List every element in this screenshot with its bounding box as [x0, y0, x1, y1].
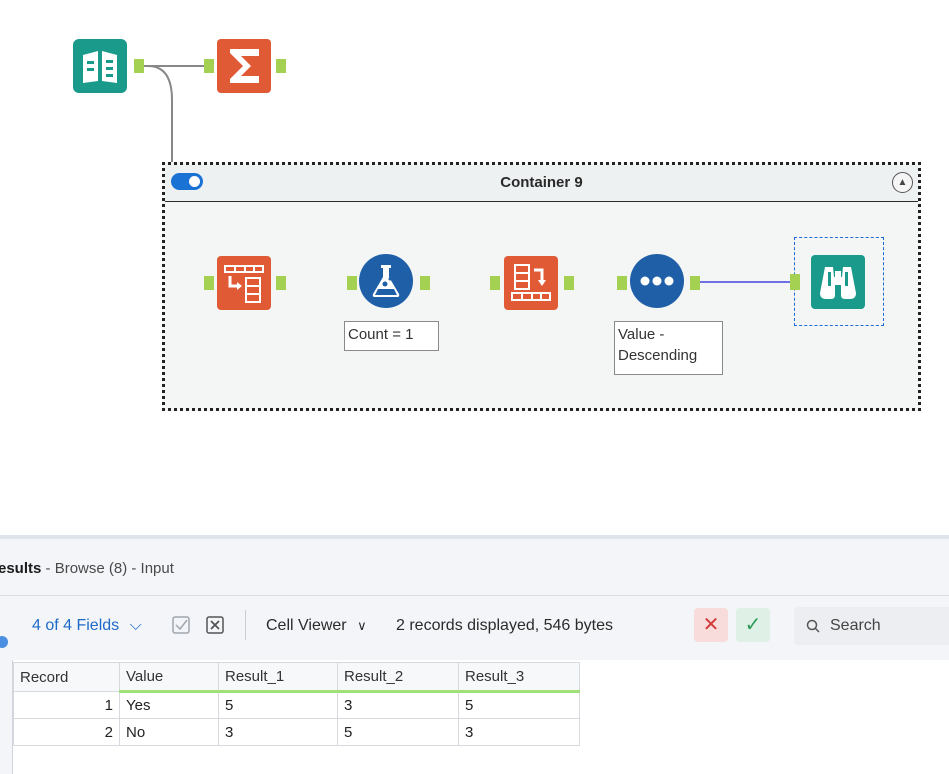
chevron-down-icon: ∨: [357, 618, 367, 633]
table-row[interactable]: 2 No 3 5 3: [13, 718, 580, 746]
input-anchor[interactable]: [490, 276, 500, 290]
cell-viewer-label: Cell Viewer: [266, 617, 347, 634]
table-cell[interactable]: 3: [218, 718, 338, 746]
input-anchor[interactable]: [204, 276, 214, 290]
output-anchor[interactable]: [276, 59, 286, 73]
records-info: 2 records displayed, 546 bytes: [396, 617, 614, 634]
results-title-bold: esults: [0, 560, 42, 577]
results-title: esults - Browse (8) - Input: [0, 560, 174, 577]
search-icon: [806, 619, 820, 633]
results-titlebar: esults - Browse (8) - Input: [0, 539, 949, 596]
results-table[interactable]: Record Value Result_1 Result_2 Result_3 …: [13, 662, 580, 746]
input-anchor[interactable]: [347, 276, 357, 290]
results-toolbar: 4 of 4 Fields ⌵ Cell Viewer ∨ 2 records …: [12, 596, 949, 658]
sample-annotation: Count = 1: [344, 321, 439, 351]
output-anchor[interactable]: [134, 59, 144, 73]
output-anchor[interactable]: [276, 276, 286, 290]
input-data-tool[interactable]: [73, 39, 127, 93]
column-header[interactable]: Result_2: [337, 662, 459, 693]
checkbox-icon[interactable]: [172, 616, 190, 634]
input-anchor[interactable]: [617, 276, 627, 290]
search-box[interactable]: Search: [794, 607, 949, 645]
book-icon: [73, 39, 127, 93]
transpose-tool[interactable]: [217, 256, 271, 310]
fields-dropdown[interactable]: 4 of 4 Fields ⌵: [32, 617, 142, 635]
output-anchor[interactable]: [420, 276, 430, 290]
table-cell[interactable]: 5: [458, 691, 580, 719]
summarize-tool[interactable]: [217, 39, 271, 93]
workflow-canvas[interactable]: Container 9 ▲ Count = 1: [0, 0, 949, 535]
header-row: Record Value Result_1 Result_2 Result_3: [13, 662, 580, 693]
output-anchor[interactable]: [564, 276, 574, 290]
close-icon: ✕: [702, 614, 720, 636]
crosstab-icon: [504, 256, 558, 310]
sigma-icon: [217, 39, 271, 93]
flask-icon: [359, 254, 413, 308]
binoculars-icon: [811, 255, 865, 309]
container-title: Container 9: [500, 174, 583, 191]
results-grid[interactable]: Record Value Result_1 Result_2 Result_3 …: [12, 660, 949, 774]
dots-icon: [630, 254, 684, 308]
sort-annotation-line1: Value -: [618, 326, 665, 343]
collapse-icon[interactable]: ▲: [892, 172, 913, 193]
browse-tool[interactable]: [811, 255, 865, 309]
column-header[interactable]: Value: [119, 662, 219, 693]
table-cell[interactable]: 5: [218, 691, 338, 719]
input-anchor[interactable]: [204, 59, 214, 73]
toolbar-divider: [245, 610, 246, 640]
container-toggle[interactable]: [171, 173, 203, 190]
table-cell[interactable]: 1: [13, 691, 120, 719]
cancel-button[interactable]: ✕: [694, 608, 728, 642]
sort-tool[interactable]: [630, 254, 684, 308]
results-panel: esults - Browse (8) - Input 4 of 4 Field…: [0, 535, 949, 774]
sample-tool[interactable]: [359, 254, 413, 308]
column-header[interactable]: Result_3: [458, 662, 580, 693]
sort-annotation: Value - Descending: [614, 321, 723, 375]
search-input[interactable]: Search: [830, 617, 881, 634]
chevron-down-icon: ⌵: [129, 617, 142, 634]
table-cell[interactable]: 3: [458, 718, 580, 746]
side-indicator-icon[interactable]: [0, 636, 8, 648]
container-header[interactable]: Container 9 ▲: [165, 165, 918, 202]
clear-box-icon[interactable]: [206, 616, 224, 634]
output-anchor[interactable]: [690, 276, 700, 290]
table-cell[interactable]: 5: [337, 718, 459, 746]
transpose-icon: [217, 256, 271, 310]
table-cell[interactable]: No: [119, 718, 219, 746]
table-row[interactable]: 1 Yes 5 3 5: [13, 691, 580, 719]
apply-button[interactable]: ✓: [736, 608, 770, 642]
check-icon: ✓: [744, 614, 762, 636]
sort-annotation-line2: Descending: [618, 347, 698, 364]
column-header[interactable]: Record: [13, 662, 120, 692]
crosstab-tool[interactable]: [504, 256, 558, 310]
table-cell[interactable]: 3: [337, 691, 459, 719]
results-side-strip: [0, 596, 12, 774]
column-header[interactable]: Result_1: [218, 662, 338, 693]
cell-viewer-dropdown[interactable]: Cell Viewer ∨: [266, 617, 367, 635]
input-anchor[interactable]: [790, 274, 800, 290]
table-cell[interactable]: Yes: [119, 691, 219, 719]
results-title-rest: - Browse (8) - Input: [45, 560, 174, 577]
table-cell[interactable]: 2: [13, 718, 120, 746]
fields-label: 4 of 4 Fields: [32, 617, 120, 634]
